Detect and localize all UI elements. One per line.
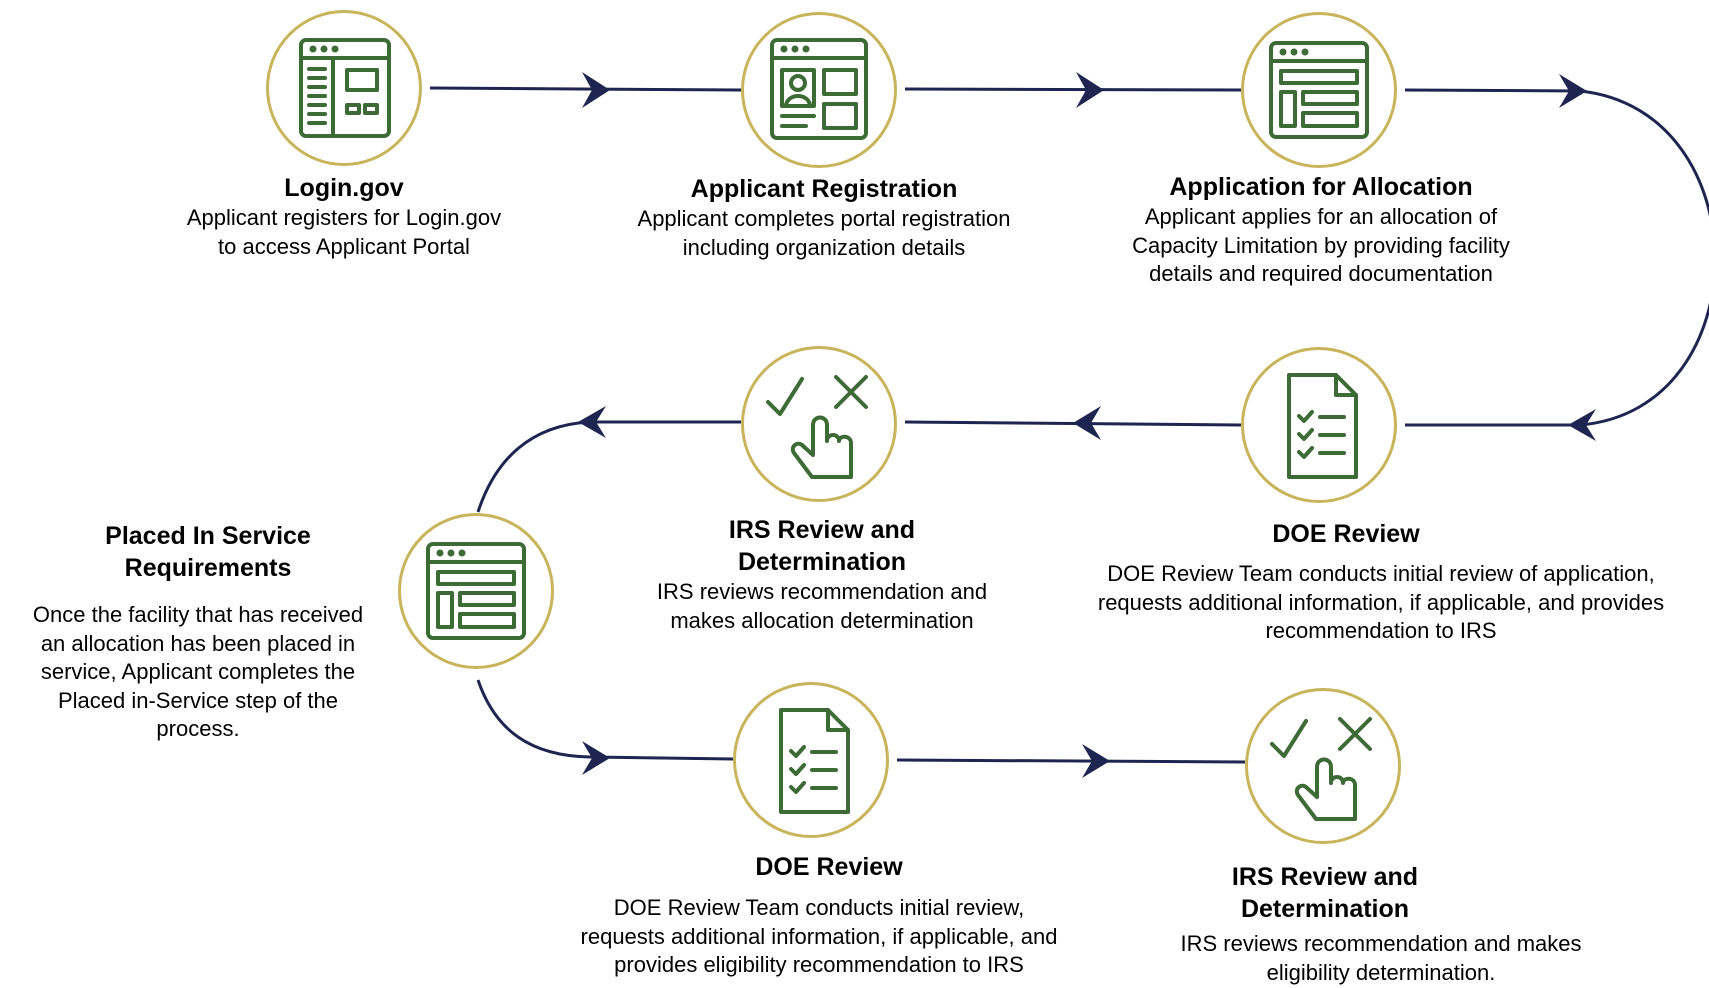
step-node-doe-review-1 xyxy=(1241,347,1397,503)
step-description-placed-in-service: Once the facility that has received an a… xyxy=(32,602,364,741)
step-title-doe-review-1: DOE Review xyxy=(1272,520,1420,548)
step-description-allocation-application: Applicant applies for an allocation of C… xyxy=(1132,204,1510,286)
hand-check-cross-icon xyxy=(1270,717,1372,821)
step-node-irs-review-2 xyxy=(1245,688,1401,844)
step-description-irs-review-1: IRS reviews recommendation and makes all… xyxy=(656,579,988,633)
connector-doe-review-to-irs-review xyxy=(904,420,1242,427)
step-node-doe-review-2 xyxy=(733,682,889,838)
arrowhead-right xyxy=(582,72,610,108)
arrowhead-right xyxy=(1076,72,1104,108)
step-title-placed-in-service: Placed In Service Requirements xyxy=(105,522,311,582)
arrowhead-right xyxy=(1559,74,1587,108)
profile-card-window-icon xyxy=(770,38,868,140)
arrowhead-left xyxy=(1568,409,1596,441)
step-title-irs-review-2: IRS Review and Determination xyxy=(1231,863,1419,923)
step-node-irs-review-1 xyxy=(741,346,897,502)
arrowhead-left xyxy=(578,406,606,438)
form-window-icon xyxy=(1269,41,1369,139)
checklist-document-icon xyxy=(779,708,850,814)
step-description-registration: Applicant completes portal registration … xyxy=(637,206,1011,260)
step-description-login: Applicant registers for Login.gov to acc… xyxy=(186,205,502,259)
step-title-allocation-application: Application for Allocation xyxy=(1169,173,1473,201)
step-title-registration: Applicant Registration xyxy=(690,175,958,203)
connector-registration-to-application xyxy=(904,87,1242,92)
step-title-irs-review-1: IRS Review and Determination xyxy=(728,516,916,576)
connector-irs-review-to-placed-in-service xyxy=(476,420,741,513)
step-node-registration xyxy=(741,12,897,168)
connector-placed-in-service-to-doe-review xyxy=(476,679,734,761)
step-node-allocation-application xyxy=(1241,12,1397,168)
arrowhead-right xyxy=(582,741,610,775)
step-title-login: Login.gov xyxy=(284,174,404,202)
step-title-doe-review-2: DOE Review xyxy=(755,853,903,881)
hand-check-cross-icon xyxy=(766,375,868,479)
step-description-doe-review-1: DOE Review Team conducts initial review … xyxy=(1097,561,1665,643)
form-window-icon xyxy=(426,542,526,640)
step-node-placed-in-service xyxy=(398,513,554,669)
connector-doe-review-to-irs-review-final xyxy=(896,758,1246,764)
step-node-login xyxy=(266,10,422,166)
connector-login-to-registration xyxy=(429,86,742,92)
portal-sidebar-window-icon xyxy=(299,38,391,138)
checklist-document-icon xyxy=(1287,373,1358,479)
connector-application-to-doe-review xyxy=(1404,88,1709,427)
arrowhead-left xyxy=(1073,406,1101,440)
step-description-doe-review-2: DOE Review Team conducts initial review,… xyxy=(580,895,1058,977)
arrowhead-right xyxy=(1082,744,1110,778)
step-description-irs-review-2: IRS reviews recommendation and makes eli… xyxy=(1180,931,1582,985)
